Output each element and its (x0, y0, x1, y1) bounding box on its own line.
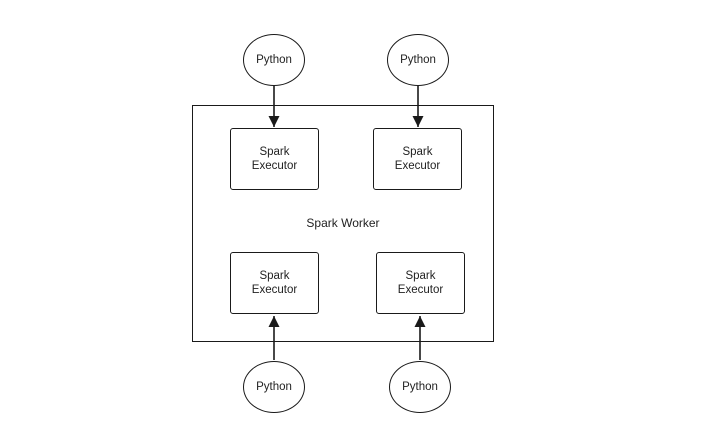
executor-label: Spark Executor (251, 146, 298, 172)
spark-executor-bottom-left: Spark Executor (230, 252, 319, 314)
python-node-bottom-right: Python (389, 361, 451, 413)
python-label: Python (400, 54, 436, 66)
spark-executor-top-left: Spark Executor (230, 128, 319, 190)
spark-worker-label: Spark Worker (306, 216, 380, 230)
python-label: Python (402, 381, 438, 393)
executor-label: Spark Executor (394, 146, 441, 172)
python-label: Python (256, 381, 292, 393)
spark-executor-bottom-right: Spark Executor (376, 252, 465, 314)
spark-executor-top-right: Spark Executor (373, 128, 462, 190)
executor-label: Spark Executor (251, 270, 298, 296)
python-node-bottom-left: Python (243, 361, 305, 413)
executor-label: Spark Executor (397, 270, 444, 296)
python-node-top-left: Python (243, 34, 305, 86)
python-node-top-right: Python (387, 34, 449, 86)
spark-worker-box (192, 105, 494, 342)
python-label: Python (256, 54, 292, 66)
